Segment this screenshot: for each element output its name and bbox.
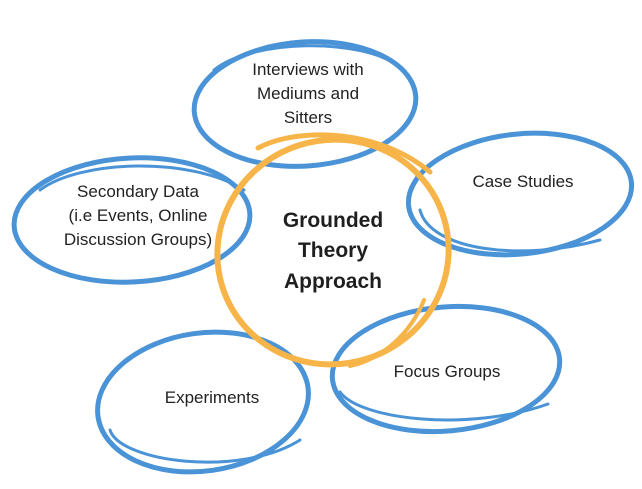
node-interviews-label: Interviews with Mediums and Sitters xyxy=(198,58,418,130)
node-case-studies-line-1: Case Studies xyxy=(472,172,574,191)
node-secondary-data-line-1: Secondary Data xyxy=(77,182,199,201)
node-focus-groups-label: Focus Groups xyxy=(352,360,542,384)
center-node-line-1: Grounded xyxy=(282,209,384,232)
node-secondary-data-label: Secondary Data (i.e Events, Online Discu… xyxy=(18,180,258,252)
oval-case-studies xyxy=(405,130,635,258)
node-secondary-data-line-3: Discussion Groups) xyxy=(63,230,213,250)
node-experiments-line-1: Experiments xyxy=(164,388,260,407)
oval-center xyxy=(214,132,452,368)
oval-experiments xyxy=(95,329,311,475)
node-focus-groups-line-1: Focus Groups xyxy=(393,362,501,381)
node-interviews-line-3: Sitters xyxy=(283,108,333,128)
oval-secondary-data xyxy=(11,155,253,285)
oval-interviews xyxy=(191,39,419,169)
center-node-line-3: Approach xyxy=(283,269,382,293)
oval-focus-groups xyxy=(329,303,563,435)
node-experiments-label: Experiments xyxy=(112,386,312,410)
node-interviews-line-2: Mediums and xyxy=(256,84,360,104)
node-interviews-line-1: Interviews with xyxy=(252,60,364,79)
node-case-studies-label: Case Studies xyxy=(438,170,608,194)
node-secondary-data-line-2: (i.e Events, Online xyxy=(68,206,208,226)
center-node-label: Grounded Theory Approach xyxy=(222,206,444,297)
center-node-line-2: Theory xyxy=(297,239,368,263)
